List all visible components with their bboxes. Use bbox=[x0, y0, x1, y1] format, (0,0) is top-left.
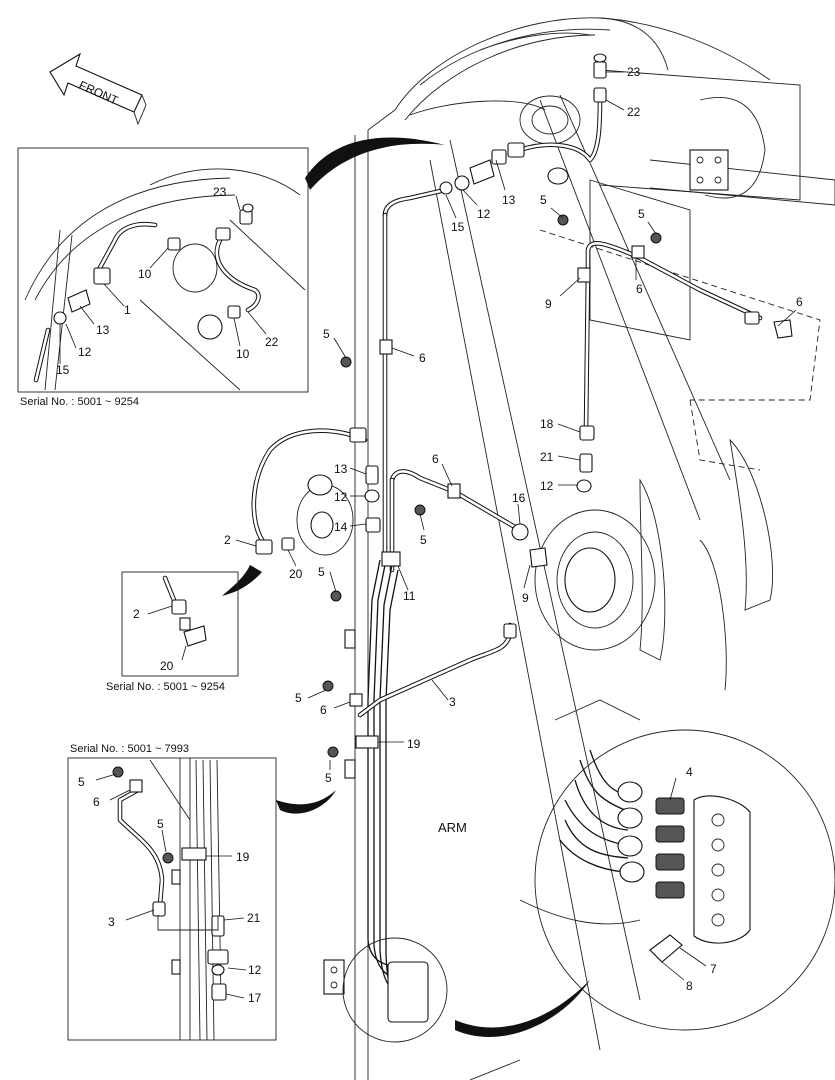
callout: 1 bbox=[124, 303, 131, 317]
front-arrow: FRONT bbox=[49, 52, 147, 126]
callout: 15 bbox=[56, 363, 70, 377]
callout: 23 bbox=[627, 65, 641, 79]
callout: 6 bbox=[419, 351, 426, 365]
callout: 12 bbox=[78, 345, 92, 359]
arm-label: ARM bbox=[438, 820, 467, 835]
callout: 5 bbox=[540, 193, 547, 207]
callout: 12 bbox=[248, 963, 262, 977]
inset-middle: Serial No. : 5001 ~ 9254 bbox=[106, 571, 239, 693]
callout: 14 bbox=[334, 520, 348, 534]
callout: 13 bbox=[96, 323, 110, 337]
callout: 5 bbox=[638, 207, 645, 221]
callout: 6 bbox=[796, 295, 803, 309]
callout: 13 bbox=[502, 193, 516, 207]
callouts-inset-bottom-left: 5 6 5 19 3 21 12 17 bbox=[78, 775, 262, 1005]
callout: 16 bbox=[512, 491, 526, 505]
connector-detail-circle bbox=[342, 729, 835, 1043]
callout: 12 bbox=[477, 207, 491, 221]
callout: 15 bbox=[451, 220, 465, 234]
callout: 10 bbox=[138, 267, 152, 281]
callouts-inset-middle: 2 20 bbox=[133, 607, 174, 673]
callout: 5 bbox=[157, 817, 164, 831]
inset-top-left-serial: Serial No. : 5001 ~ 9254 bbox=[20, 396, 139, 408]
main-pipe-routing bbox=[251, 92, 763, 1011]
callout: 17 bbox=[248, 991, 262, 1005]
callout: 5 bbox=[323, 327, 330, 341]
callout: 20 bbox=[160, 659, 174, 673]
callout: 9 bbox=[545, 297, 552, 311]
callout: 5 bbox=[78, 775, 85, 789]
callout: 5 bbox=[295, 691, 302, 705]
callout: 6 bbox=[432, 452, 439, 466]
callout: 22 bbox=[627, 105, 641, 119]
detail-swooshes bbox=[222, 137, 590, 1037]
callout: 6 bbox=[636, 282, 643, 296]
callout: 5 bbox=[420, 533, 427, 547]
callout: 5 bbox=[325, 771, 332, 785]
inset-middle-serial: Serial No. : 5001 ~ 9254 bbox=[106, 681, 225, 693]
callout: 21 bbox=[247, 911, 261, 925]
callout: 2 bbox=[224, 533, 231, 547]
callouts-inset-top-left: 23 10 1 13 12 15 10 22 bbox=[56, 185, 279, 377]
callout: 19 bbox=[407, 737, 421, 751]
callout: 20 bbox=[289, 567, 303, 581]
callout: 6 bbox=[320, 703, 327, 717]
callout: 12 bbox=[540, 479, 554, 493]
callout: 12 bbox=[334, 490, 348, 504]
callout: 5 bbox=[318, 565, 325, 579]
leader-lines bbox=[59, 71, 797, 999]
callout: 3 bbox=[108, 915, 115, 929]
callouts-main: 23 22 13 12 15 5 5 6 6 9 5 6 18 21 12 6 … bbox=[224, 65, 803, 993]
callout: 3 bbox=[449, 695, 456, 709]
callout: 11 bbox=[403, 589, 416, 603]
callout: 13 bbox=[334, 462, 348, 476]
callout: 22 bbox=[265, 335, 279, 349]
arm-structure bbox=[296, 17, 835, 1080]
callout: 6 bbox=[93, 795, 100, 809]
callout: 23 bbox=[213, 185, 227, 199]
callout: 2 bbox=[133, 607, 140, 621]
callout: 8 bbox=[686, 979, 693, 993]
callout: 4 bbox=[686, 765, 693, 779]
callout: 10 bbox=[236, 347, 250, 361]
callout: 21 bbox=[540, 450, 554, 464]
callout: 7 bbox=[710, 962, 717, 976]
callout: 19 bbox=[236, 850, 250, 864]
callout: 9 bbox=[522, 591, 529, 605]
inset-top-left: Serial No. : 5001 ~ 9254 bbox=[17, 147, 309, 408]
inset-bottom-left: Serial No. : 5001 ~ 7993 bbox=[67, 743, 277, 1041]
callout: 18 bbox=[540, 417, 554, 431]
inset-bottom-left-serial: Serial No. : 5001 ~ 7993 bbox=[70, 743, 189, 755]
